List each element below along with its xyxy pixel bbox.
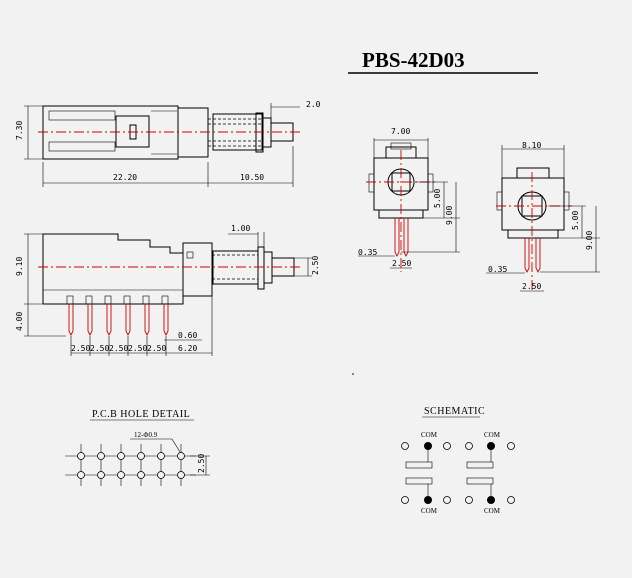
schematic-com-label-1: COM — [421, 431, 438, 439]
pin-width-dim: 0.60 — [178, 331, 197, 340]
schematic-com-label-2: COM — [421, 507, 438, 515]
pin-pitch-1: 2.50 — [71, 344, 90, 353]
schematic-com-label-4: COM — [484, 507, 501, 515]
front-b-pitch-dim: 2.50 — [522, 282, 541, 291]
side-view: 9.10 4.00 2.50 1.00 2.50 2.50 2.50 2.50 … — [15, 224, 320, 356]
top-length-dim: 22.20 — [113, 173, 137, 182]
schematic-title: SCHEMATIC — [424, 406, 485, 417]
side-pins — [66, 295, 169, 337]
end-dim: 6.20 — [178, 344, 197, 353]
part-number-title: PBS-42D03 — [362, 48, 465, 72]
front-b-inner-dim: 5.00 — [571, 211, 580, 230]
pcb-holes — [77, 452, 185, 479]
pcb-hole-detail: P.C.B HOLE DETAIL 12-Φ0.9 2. — [65, 409, 210, 486]
schematic-com-label-3: COM — [484, 431, 501, 439]
front-b-pin-dim: 0.35 — [488, 265, 507, 274]
pin-pitch-4: 2.50 — [128, 344, 147, 353]
front-a-pin-dim: 0.35 — [358, 248, 377, 257]
front-a-height-dim: 9.00 — [445, 206, 454, 225]
side-travel-dim: 1.00 — [231, 224, 250, 233]
front-b-width-dim: 8.10 — [522, 141, 541, 150]
top-height-dim: 7.30 — [15, 121, 24, 140]
front-b-body — [501, 177, 565, 231]
front-view-b: 8.10 5.00 9.00 0.35 2.50 — [486, 141, 600, 292]
front-a-body — [373, 157, 429, 211]
front-a-pitch-dim: 2.50 — [392, 259, 411, 268]
side-cap-height-dim: 2.50 — [311, 256, 320, 275]
schematic-contact-1 — [405, 461, 433, 469]
front-a-width-dim: 7.00 — [391, 127, 410, 136]
top-cap-dim: 2.0 — [306, 100, 321, 109]
side-view-body — [42, 233, 184, 305]
side-pin-length-dim: 4.00 — [15, 312, 24, 331]
pcb-pitch-dim: 2.50 — [197, 454, 206, 473]
pin-pitch-5: 2.50 — [147, 344, 166, 353]
pin-pitch-2: 2.50 — [90, 344, 109, 353]
pcb-title: P.C.B HOLE DETAIL — [92, 409, 190, 420]
pin-pitch-3: 2.50 — [109, 344, 128, 353]
side-height-dim: 9.10 — [15, 257, 24, 276]
front-b-height-dim: 9.00 — [585, 231, 594, 250]
schematic-contact-2 — [466, 461, 494, 469]
schematic: SCHEMATIC COM COM COM COM — [401, 406, 515, 515]
top-stroke-dim: 10.50 — [240, 173, 264, 182]
front-a-inner-dim: 5.00 — [433, 189, 442, 208]
top-view: 7.30 22.20 10.50 2.0 — [15, 100, 321, 187]
pcb-hole-label: 12-Φ0.9 — [134, 431, 158, 439]
front-view-a: 7.00 5.00 9.00 0.35 2.50 — [358, 127, 460, 272]
